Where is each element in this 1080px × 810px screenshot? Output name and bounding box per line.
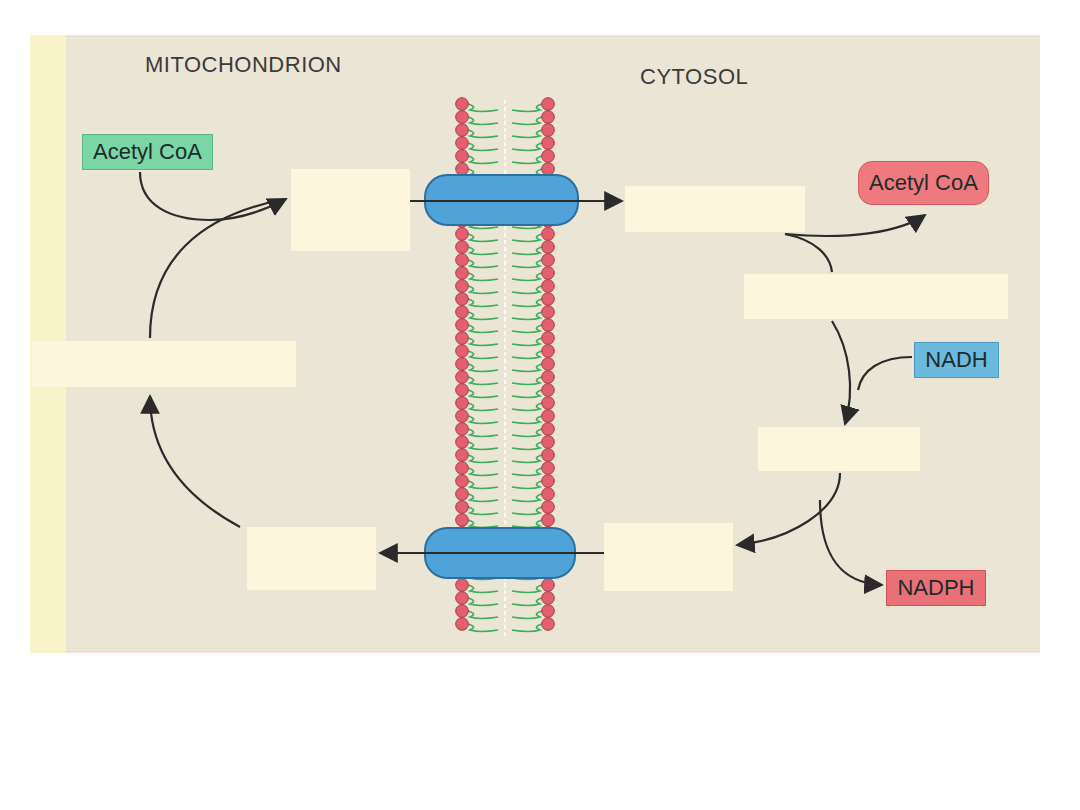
lipid-head xyxy=(456,241,469,254)
metabolite-box: Acetyl CoA xyxy=(858,161,989,205)
metabolite-name: NADH xyxy=(925,347,987,373)
lipid-head xyxy=(542,592,555,605)
metabolite-name: Acetyl CoA xyxy=(869,170,978,196)
lipid-head xyxy=(542,436,555,449)
lipid-head xyxy=(456,592,469,605)
lipid-head xyxy=(456,345,469,358)
lipid-head xyxy=(456,319,469,332)
lipid-head xyxy=(456,449,469,462)
lipid-head xyxy=(456,579,469,592)
lipid-head xyxy=(542,501,555,514)
lipid-head xyxy=(456,150,469,163)
lipid-head xyxy=(456,618,469,631)
lipid-head xyxy=(456,605,469,618)
lipid-head xyxy=(456,488,469,501)
lipid-head xyxy=(542,228,555,241)
lipid-head xyxy=(542,475,555,488)
lipid-head xyxy=(456,124,469,137)
lipid-head xyxy=(456,137,469,150)
lipid-head xyxy=(542,137,555,150)
lipid-head xyxy=(542,319,555,332)
lipid-head xyxy=(456,306,469,319)
lipid-head xyxy=(456,397,469,410)
lipid-head xyxy=(542,618,555,631)
lipid-head xyxy=(456,501,469,514)
lipid-head xyxy=(542,111,555,124)
lipid-head xyxy=(542,410,555,423)
lipid-head xyxy=(456,371,469,384)
lipid-head xyxy=(456,267,469,280)
lipid-head xyxy=(456,293,469,306)
metabolite-box: NADPH xyxy=(886,570,986,606)
lipid-head xyxy=(542,605,555,618)
metabolite-box: NADH xyxy=(914,342,999,378)
lipid-head xyxy=(456,462,469,475)
lipid-head xyxy=(542,423,555,436)
metabolite-name: Acetyl CoA xyxy=(93,139,202,165)
lipid-head xyxy=(542,358,555,371)
lipid-head xyxy=(542,462,555,475)
lipid-head xyxy=(542,150,555,163)
lipid-head xyxy=(542,514,555,527)
lipid-head xyxy=(456,475,469,488)
lipid-head xyxy=(456,332,469,345)
lipid-head xyxy=(542,371,555,384)
lipid-head xyxy=(542,241,555,254)
lipid-head xyxy=(542,267,555,280)
lipid-head xyxy=(542,332,555,345)
lipid-head xyxy=(542,163,555,176)
metabolite-box: Acetyl CoA xyxy=(82,134,213,170)
lipid-head xyxy=(456,514,469,527)
lipid-head xyxy=(542,254,555,267)
lipid-head xyxy=(542,397,555,410)
lipid-head xyxy=(542,384,555,397)
lipid-head xyxy=(456,98,469,111)
lipid-head xyxy=(542,488,555,501)
metabolite-name: NADPH xyxy=(897,575,974,601)
lipid-head xyxy=(542,280,555,293)
compartment-label: MITOCHONDRION xyxy=(145,52,342,78)
lipid-head xyxy=(542,98,555,111)
lipid-head xyxy=(542,306,555,319)
lipid-head xyxy=(456,228,469,241)
page-photo xyxy=(30,35,1040,653)
blank-label-boxes xyxy=(31,169,1008,591)
lipid-head xyxy=(456,111,469,124)
lipid-head xyxy=(542,293,555,306)
compartment-label: CYTOSOL xyxy=(640,64,748,90)
lipid-head xyxy=(542,124,555,137)
lipid-head xyxy=(456,254,469,267)
lipid-head xyxy=(542,449,555,462)
lipid-head xyxy=(456,163,469,176)
lipid-head xyxy=(456,358,469,371)
lipid-head xyxy=(542,345,555,358)
lipid-head xyxy=(456,280,469,293)
lipid-head xyxy=(542,579,555,592)
lipid-head xyxy=(456,423,469,436)
lipid-head xyxy=(456,410,469,423)
lipid-head xyxy=(456,384,469,397)
lipid-head xyxy=(456,436,469,449)
